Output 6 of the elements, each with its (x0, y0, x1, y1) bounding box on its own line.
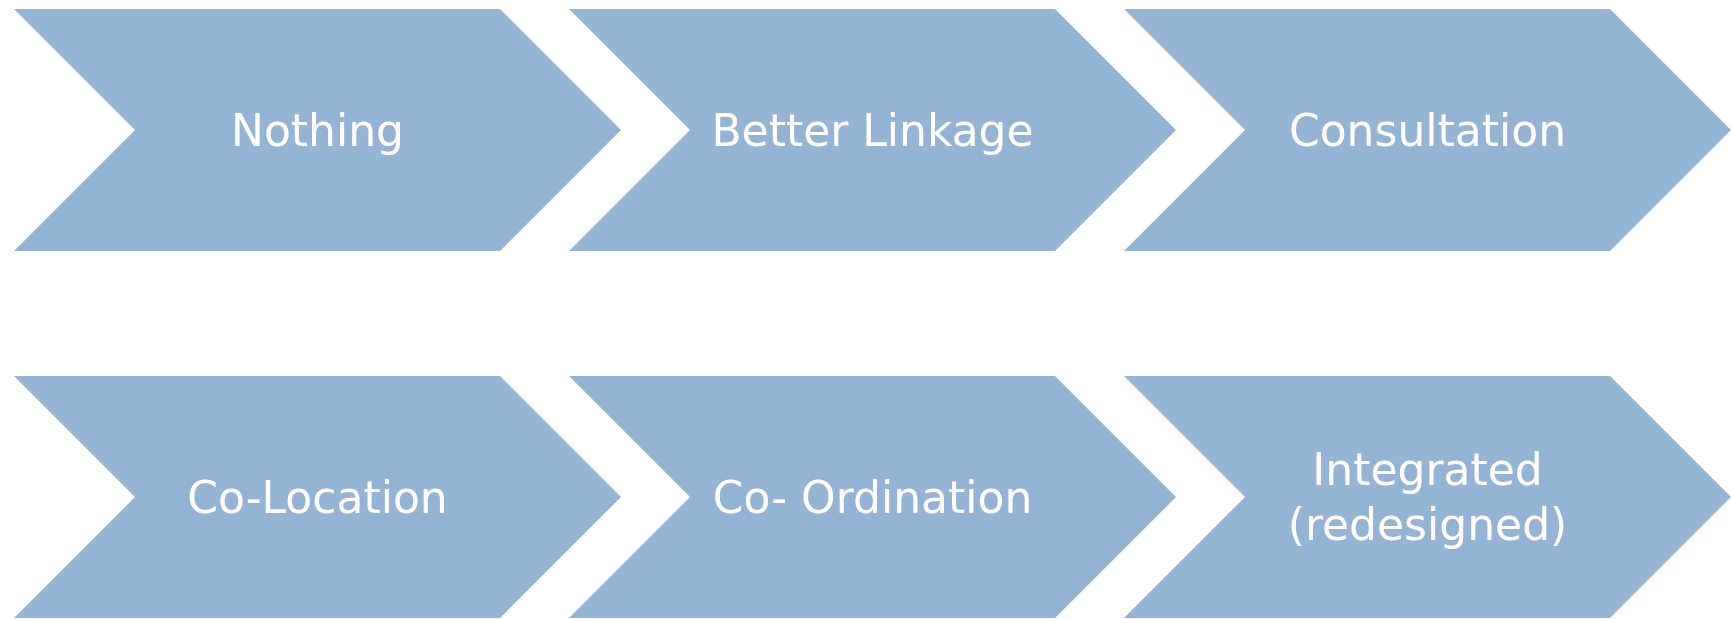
step-label: Nothing (231, 103, 404, 158)
step-label: Integrated (redesigned) (1286, 443, 1569, 552)
step-label: Consultation (1288, 103, 1567, 158)
step-label: Co- Ordination (712, 470, 1033, 525)
step-label: Better Linkage (711, 103, 1034, 158)
step-label: Co-Location (187, 470, 448, 525)
